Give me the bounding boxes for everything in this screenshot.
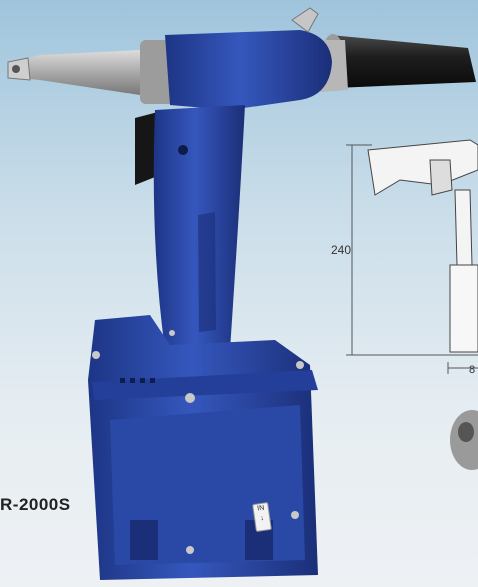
air-hose [318,34,476,92]
dimension-drawing [346,139,478,374]
secondary-nozzle [450,410,478,470]
arrow-down-icon: ↓ [259,514,265,523]
width-dimension-label: 8 [469,364,476,376]
nozzle [7,40,174,104]
model-name: R-2000S [0,495,71,514]
height-dimension-label: 240 [331,243,352,257]
tool-body [88,7,332,580]
